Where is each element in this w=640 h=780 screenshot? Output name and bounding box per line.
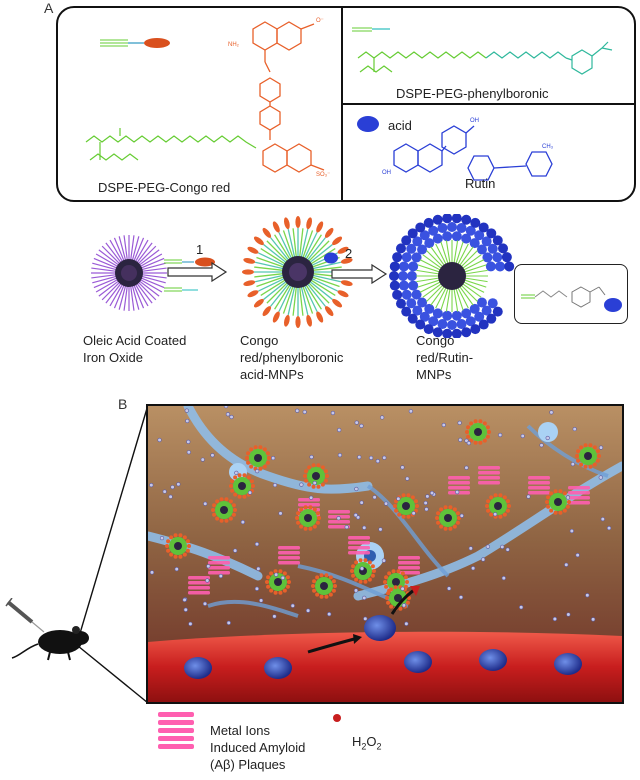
stage3-caption-line1: Congo: [416, 333, 455, 348]
stage1-caption-line1: Oleic Acid Coated: [83, 333, 187, 348]
plaque-legend-text: Metal Ions Induced Amyloid (Aβ) Plaques: [210, 722, 305, 773]
rutin-structure: CH₃ OH OH: [357, 116, 554, 181]
svg-text:NH₂: NH₂: [228, 42, 240, 48]
step2-arrow: [331, 263, 388, 285]
phenylboronic-icon: [352, 27, 390, 32]
step2-number: 2: [345, 246, 353, 261]
panel-a-frame: [56, 6, 636, 202]
rutin-label: Rutin: [465, 176, 496, 191]
plaque-legend-line3: (Aβ) Plaques: [210, 757, 286, 772]
step1-number: 1: [196, 242, 204, 257]
stage1-caption-line2: Iron Oxide: [83, 350, 143, 365]
syringe-icon: [5, 598, 45, 633]
step1-arrow: [167, 261, 228, 283]
stage2-caption-line2: red/phenylboronic: [240, 350, 344, 365]
rutin-particle-icon: [357, 116, 379, 132]
h2o2-label: H2O2: [352, 734, 382, 752]
step1-reagents: [164, 257, 215, 292]
h2o2-sub1: 2: [361, 741, 367, 752]
svg-text:OH: OH: [382, 170, 391, 176]
svg-text:O⁻: O⁻: [316, 18, 324, 24]
stage3-caption-line2: red/Rutin-: [416, 350, 474, 365]
panel-a-letter: A: [44, 0, 54, 16]
acid-label: acid: [388, 118, 412, 133]
plaque-legend-line1: Metal Ions: [210, 723, 270, 738]
congo-rutin-mnp: [389, 214, 515, 338]
brain-scene-illustration: [148, 406, 622, 702]
svg-text:CH₃: CH₃: [542, 144, 554, 150]
h2o2-sub2: 2: [376, 741, 382, 752]
h2o2-o: O: [366, 734, 377, 749]
congo-conjugate-icon: [100, 38, 170, 48]
panel-a-divider-horizontal: [342, 103, 634, 105]
congo-phenylboronic-mnp: [242, 216, 354, 328]
phenylboronic-label: DSPE-PEG-phenylboronic: [396, 86, 549, 101]
phenylboronic-structure: [352, 27, 613, 75]
stage3-caption: Congo red/Rutin- MNPs: [416, 332, 473, 383]
panel-b-letter: B: [118, 396, 128, 412]
congo-red-structure: NH₂ O⁻ SO₃⁻: [85, 18, 330, 178]
oleic-acid-nanoparticle: [91, 235, 167, 311]
stage2-caption-line3: acid-MNPs: [240, 367, 304, 382]
plaque-legend-line2: Induced Amyloid: [210, 740, 306, 755]
stage2-caption-line1: Congo: [240, 333, 279, 348]
h2o2-h: H: [352, 734, 362, 749]
stage1-caption: Oleic Acid Coated Iron Oxide: [83, 332, 186, 366]
stage3-caption-line3: MNPs: [416, 367, 452, 382]
congo-red-label: DSPE-PEG-Congo red: [98, 180, 231, 195]
mouse-with-syringe: [5, 598, 89, 661]
svg-text:SO₃⁻: SO₃⁻: [316, 172, 330, 178]
stage2-caption: Congo red/phenylboronic acid-MNPs: [240, 332, 343, 383]
amyloid-plaque-icon: [158, 712, 194, 749]
rutin-reagent-icon: [324, 252, 338, 264]
h2o2-dot-icon: [333, 714, 341, 722]
mouse-icon: [11, 626, 89, 661]
boronate-linkage-inset: [514, 264, 628, 324]
svg-text:OH: OH: [470, 118, 479, 124]
boronate-linkage-structure: [521, 286, 622, 312]
brain-scene: [146, 404, 624, 704]
